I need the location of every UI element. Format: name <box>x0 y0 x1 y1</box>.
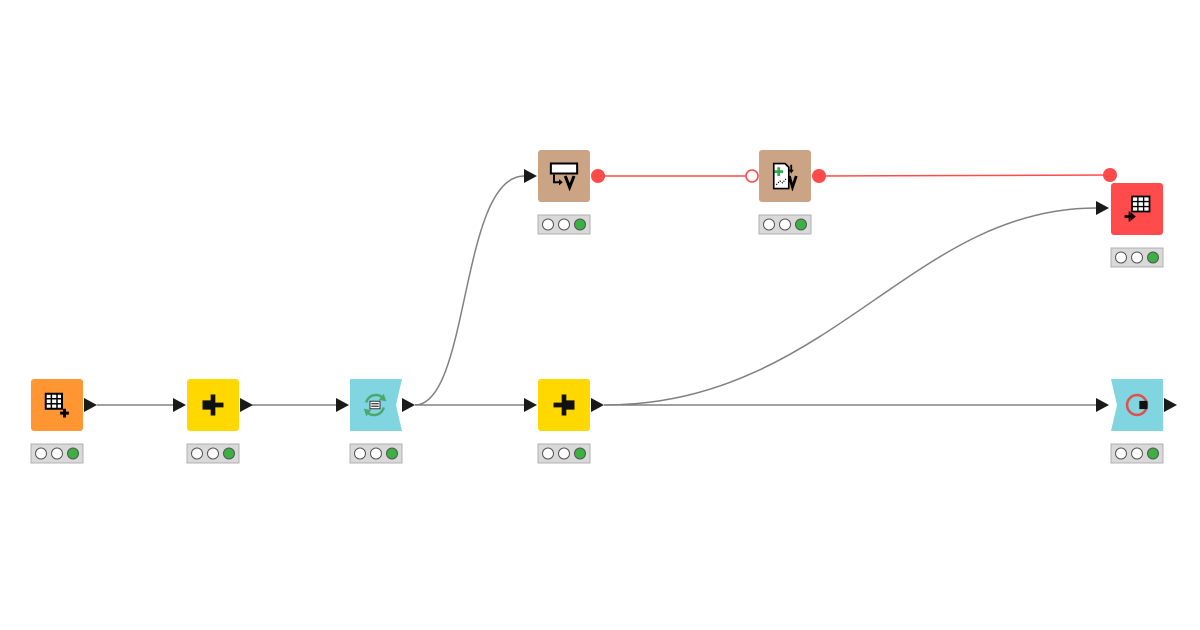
variable-input-port[interactable] <box>745 169 759 183</box>
input-port[interactable] <box>1096 398 1109 412</box>
node-status-bar <box>537 443 591 464</box>
input-port[interactable] <box>524 169 537 183</box>
status-light-idle <box>542 447 554 460</box>
node-status-bar <box>349 443 403 464</box>
variable-output-port[interactable] <box>812 169 826 183</box>
node-table-row-to-variable[interactable] <box>524 150 605 235</box>
connection-loop-start-to-row-to-variable[interactable] <box>414 175 525 406</box>
variable-input-port[interactable] <box>1103 168 1117 182</box>
node-status-bar <box>186 443 240 464</box>
status-light-executed <box>1147 447 1159 460</box>
status-light-executed <box>574 218 586 231</box>
node-loop-end[interactable] <box>1096 379 1177 464</box>
status-light-idle <box>191 447 203 460</box>
connections-layer <box>97 174 1111 406</box>
status-light-idle <box>558 218 570 231</box>
status-light-idle <box>1131 251 1143 264</box>
output-port[interactable] <box>1164 398 1177 412</box>
node-variable-modifier[interactable] <box>745 150 826 235</box>
output-port[interactable] <box>240 398 253 412</box>
input-port[interactable] <box>1096 201 1109 215</box>
status-light-idle <box>779 218 791 231</box>
status-light-executed <box>1147 251 1159 264</box>
node-status-bar <box>537 214 591 235</box>
status-light-idle <box>763 218 775 231</box>
node-status-bar <box>758 214 812 235</box>
status-light-idle <box>51 447 63 460</box>
status-light-executed <box>795 218 807 231</box>
status-light-executed <box>67 447 79 460</box>
node-column-splitter[interactable] <box>173 379 253 464</box>
variable-output-port[interactable] <box>591 169 605 183</box>
connection-column-appender-to-variable-to-table[interactable] <box>603 207 1097 406</box>
status-light-executed <box>574 447 586 460</box>
output-port[interactable] <box>591 398 604 412</box>
input-port[interactable] <box>173 398 186 412</box>
status-light-idle <box>1115 251 1127 264</box>
node-table-creator[interactable] <box>30 379 97 464</box>
status-light-idle <box>1115 447 1127 460</box>
node-loop-end-body[interactable] <box>1111 379 1163 431</box>
node-variable-to-table[interactable] <box>1096 168 1164 268</box>
status-light-idle <box>542 218 554 231</box>
connection-variable-modifier-to-variable-to-table[interactable] <box>818 174 1111 177</box>
status-light-executed <box>223 447 235 460</box>
node-chunk-loop-start[interactable] <box>336 379 415 464</box>
output-port[interactable] <box>402 398 415 412</box>
output-port[interactable] <box>84 398 97 412</box>
input-port[interactable] <box>524 398 537 412</box>
status-light-idle <box>35 447 47 460</box>
node-status-bar <box>1110 443 1164 464</box>
status-light-idle <box>370 447 382 460</box>
node-table-row-to-variable-body[interactable] <box>538 150 590 202</box>
status-light-executed <box>386 447 398 460</box>
status-light-idle <box>558 447 570 460</box>
input-port[interactable] <box>336 398 349 412</box>
status-light-idle <box>1131 447 1143 460</box>
node-column-appender[interactable] <box>524 379 604 464</box>
status-light-idle <box>207 447 219 460</box>
status-light-idle <box>354 447 366 460</box>
node-status-bar <box>1110 247 1164 268</box>
node-status-bar <box>30 443 84 464</box>
